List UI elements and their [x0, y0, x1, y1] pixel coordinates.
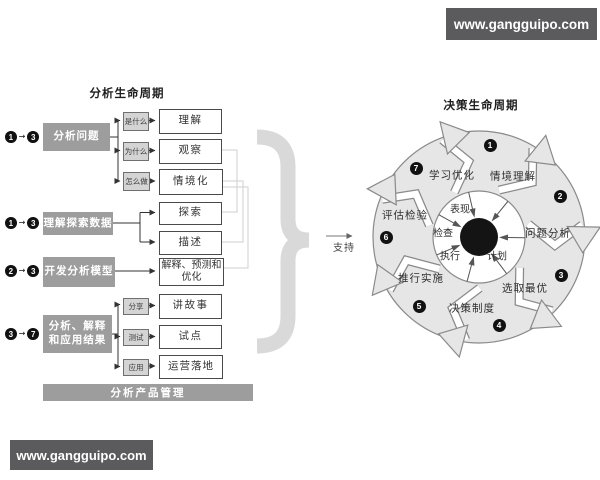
output-box-pilot: 试点: [159, 325, 222, 349]
row1-step-range: 1 → 3: [5, 131, 39, 143]
segment-number-1: 1: [483, 138, 497, 152]
cycle-ring: [366, 120, 600, 359]
segment-number-4: 4: [492, 318, 506, 332]
step-number-badge: 3: [27, 131, 39, 143]
segment-label-select-optimal: 选取最优: [502, 283, 548, 295]
qualifier-box-share: 分享: [123, 298, 149, 315]
output-box-describe: 描述: [159, 231, 222, 255]
watermark-top-right: www.gangguipo.com: [446, 8, 597, 40]
output-box-operationalize: 运营落地: [159, 355, 223, 379]
qualifier-box-what: 是什么: [123, 112, 149, 131]
analytics-product-management-bar: 分析产品管理: [43, 384, 253, 401]
core-label-performance: 表现: [450, 204, 470, 216]
step-number-badge: 3: [27, 265, 39, 277]
step-number-badge: 3: [27, 217, 39, 229]
output-box-explain-predict-optimize: 解释、预测和优化: [159, 258, 224, 286]
feedback-lines: [220, 149, 249, 269]
row2-connectors: [113, 209, 156, 245]
segment-label-evaluation: 评估检验: [382, 210, 428, 222]
row4-step-range: 3 → 7: [5, 328, 39, 340]
segment-label-decision-system: 决策制度: [449, 303, 495, 315]
output-box-understand: 理解: [159, 109, 222, 134]
decision-lifecycle-title: 决策生命周期: [443, 100, 519, 112]
qualifier-box-test: 测试: [123, 329, 149, 346]
row4-connectors: [112, 301, 156, 370]
segment-label-context-understanding: 情境理解: [490, 171, 536, 183]
output-box-explore: 探索: [159, 202, 222, 225]
step-number-badge: 1: [5, 217, 17, 229]
support-link-label: 支持: [333, 243, 355, 254]
core-label-plan: 计划: [487, 251, 507, 263]
ring-segment-gaps: [366, 120, 600, 359]
step-number-badge: 7: [27, 328, 39, 340]
core-label-execute: 执行: [440, 251, 460, 263]
segment-number-7: 7: [409, 161, 423, 175]
ring-inner-spokes: [436, 192, 526, 282]
stage-box-analyze-problem: 分析问题: [43, 123, 110, 151]
arrow-icon: →: [18, 132, 26, 141]
segment-number-2: 2: [553, 189, 567, 203]
step-number-badge: 2: [5, 265, 17, 277]
brace-icon: [256, 129, 310, 354]
qualifier-box-how: 怎么做: [123, 172, 150, 191]
arrow-icon: →: [18, 266, 26, 275]
cycle-center-dot: [460, 218, 498, 256]
watermark-bottom-left: www.gangguipo.com: [10, 440, 153, 470]
output-box-storytelling: 讲故事: [159, 294, 222, 319]
segment-label-learning-optimization: 学习优化: [429, 170, 475, 182]
output-box-contextualize: 情境化: [159, 169, 223, 195]
core-label-check: 检查: [433, 228, 453, 240]
segment-number-5: 5: [412, 299, 426, 313]
segment-label-implementation: 推行实施: [398, 273, 444, 285]
segment-label-problem-analysis: 问题分析: [525, 228, 571, 240]
segment-number-3: 3: [554, 268, 568, 282]
segment-number-6: 6: [379, 230, 393, 244]
output-box-observe: 观察: [159, 139, 222, 164]
step-number-badge: 3: [5, 328, 17, 340]
row3-step-range: 2 → 3: [5, 265, 39, 277]
stage-box-understand-explore-data: 理解探索数据: [43, 212, 113, 235]
stage-box-develop-model: 开发分析模型: [43, 257, 115, 287]
arrow-icon: →: [18, 329, 26, 338]
row2-step-range: 1 → 3: [5, 217, 39, 229]
step-number-badge: 1: [5, 131, 17, 143]
analysis-lifecycle-title: 分析生命周期: [89, 88, 165, 100]
arrow-icon: →: [18, 218, 26, 227]
stage-box-apply-results: 分析、解释和应用结果: [43, 315, 112, 353]
qualifier-box-why: 为什么: [123, 142, 149, 161]
qualifier-box-apply: 应用: [123, 359, 149, 376]
